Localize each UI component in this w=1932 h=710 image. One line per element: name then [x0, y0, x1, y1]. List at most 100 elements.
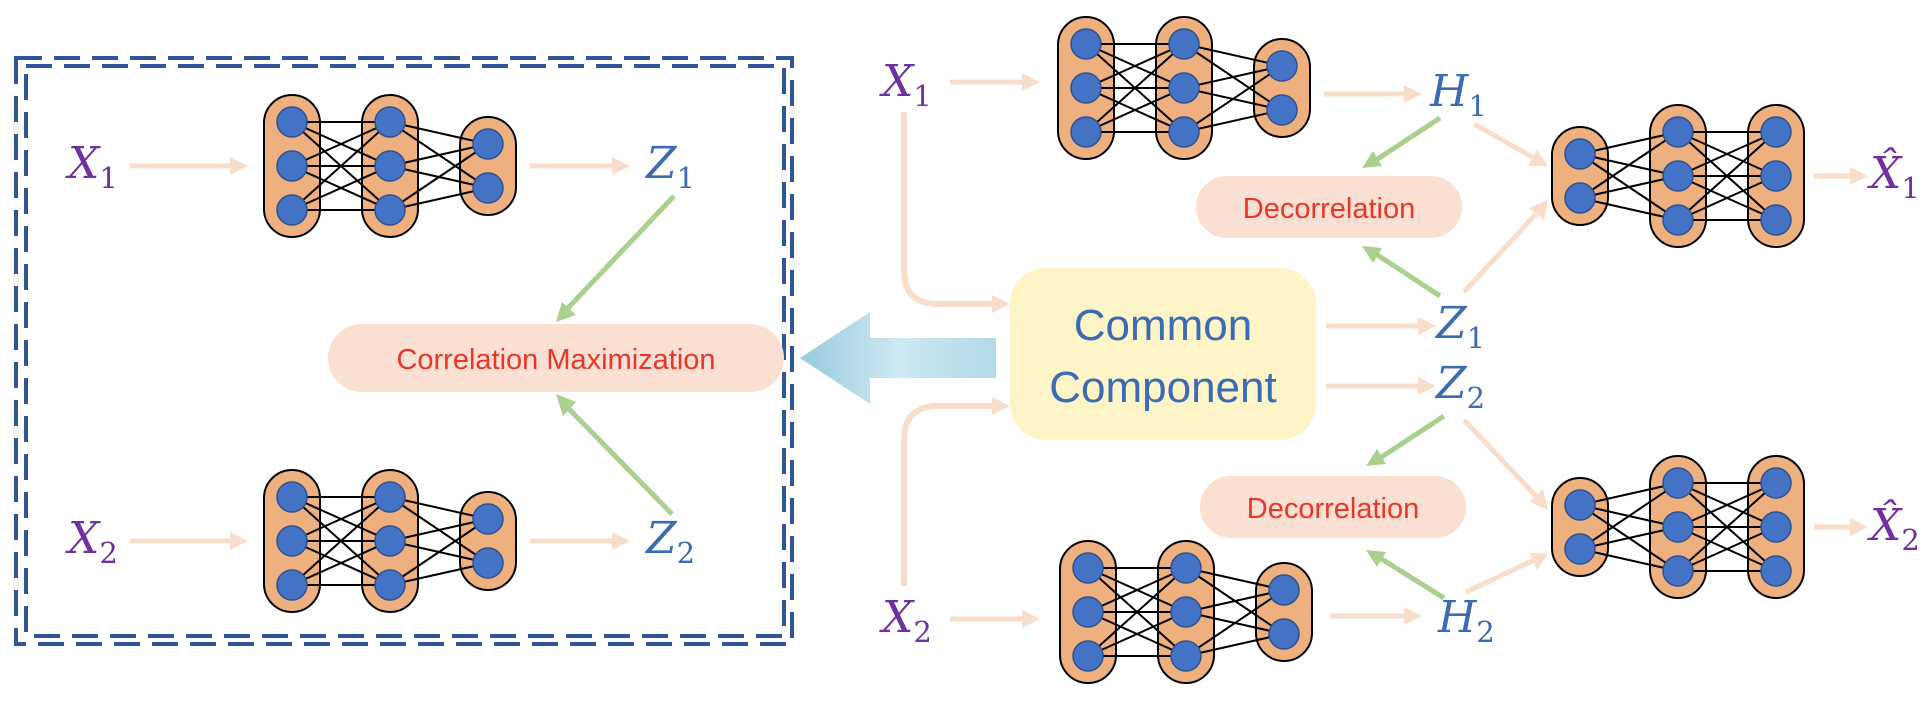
node: [276, 194, 308, 226]
connection: [1087, 567, 1187, 613]
node: [1662, 511, 1694, 543]
arrow-head: [992, 295, 1010, 313]
arrow-head: [1362, 246, 1382, 263]
node: [374, 525, 406, 557]
correlation-maximization-pill: [328, 324, 784, 392]
node: [1564, 182, 1596, 214]
connection: [1185, 589, 1285, 613]
left-output-z1: Z1: [644, 138, 695, 195]
connection: [389, 121, 489, 145]
connection: [389, 518, 489, 542]
connection: [1579, 131, 1679, 155]
common-component-line2: Component: [1049, 363, 1276, 412]
shared-z1: Z1: [1434, 298, 1485, 355]
arrow-head: [1850, 518, 1868, 536]
connection: [1677, 482, 1777, 572]
arrow-head: [1022, 610, 1040, 628]
arrow-head: [992, 397, 1010, 415]
decorrelation-label-top: Decorrelation: [1243, 193, 1415, 225]
connection: [1185, 633, 1285, 657]
neural-network-icon: [1059, 540, 1313, 684]
arrow-head: [1366, 449, 1386, 466]
connection: [1183, 65, 1283, 133]
arrow-head: [1022, 73, 1040, 91]
node: [1662, 160, 1694, 192]
connection: [1085, 43, 1185, 89]
node: [276, 106, 308, 138]
node: [374, 481, 406, 513]
arrow-h2-to-decorr: [1378, 555, 1446, 601]
neural-network-icon: [1057, 16, 1311, 160]
right-panel: Common Component Decorrelation Decorrela…: [879, 56, 1920, 649]
node: [1072, 596, 1104, 628]
arrow-head: [612, 157, 630, 175]
node: [1170, 640, 1202, 672]
right-arrows: [901, 73, 1868, 628]
arrow-head: [1530, 553, 1548, 570]
decorrelation-label-bottom: Decorrelation: [1247, 493, 1419, 525]
left-arrows: [130, 157, 676, 550]
left-output-z2: Z2: [644, 513, 695, 570]
node: [472, 547, 504, 579]
connection: [1579, 526, 1679, 550]
connection: [1579, 131, 1679, 199]
arrow-z2-to-decorr: [1378, 413, 1446, 461]
connection: [1183, 109, 1283, 133]
connection: [291, 496, 391, 542]
correlation-maximization-label: Correlation Maximization: [396, 344, 715, 376]
node: [276, 569, 308, 601]
node: [1170, 552, 1202, 584]
connection: [1677, 482, 1777, 528]
node: [1168, 116, 1200, 148]
connection: [291, 121, 391, 211]
left-panel: X1 X2 Z1 Z2 Correlation Maximization: [14, 56, 794, 646]
connection: [1183, 65, 1283, 89]
node: [1266, 94, 1298, 126]
node: [1760, 116, 1792, 148]
node: [276, 150, 308, 182]
arrow-x2-to-common: [901, 403, 994, 586]
hidden-h1: H1: [1429, 66, 1487, 123]
node: [374, 194, 406, 226]
transfer-arrow-icon: [800, 312, 996, 404]
node: [1564, 489, 1596, 521]
connection: [1579, 482, 1679, 550]
node: [276, 525, 308, 557]
node: [1266, 50, 1298, 82]
reconstruction-x1-hat: X̂1: [1867, 146, 1920, 205]
left-input-x2: X2: [65, 513, 118, 570]
node: [1070, 72, 1102, 104]
node: [1760, 160, 1792, 192]
neural-network-icon: [1551, 104, 1805, 248]
neural-networks: [263, 16, 1805, 684]
arrow-head: [1366, 550, 1386, 567]
node: [1072, 552, 1104, 584]
arrow-head: [1528, 150, 1548, 166]
arrow-h1-to-decorr: [1374, 115, 1442, 163]
common-component-line1: Common: [1074, 301, 1253, 350]
node: [472, 128, 504, 160]
connection: [291, 496, 391, 586]
connection: [1183, 43, 1283, 67]
arrow-h1-to-dec1: [1472, 121, 1536, 161]
node: [1170, 596, 1202, 628]
arrow-z2-to-dec2: [1462, 418, 1538, 498]
connection: [389, 187, 489, 211]
connection: [1087, 611, 1187, 657]
node: [472, 503, 504, 535]
connection: [1085, 43, 1185, 133]
connection: [1579, 197, 1679, 221]
arrow-head: [230, 157, 248, 175]
connection: [389, 143, 489, 167]
connection: [291, 165, 391, 211]
connection: [1185, 567, 1285, 591]
hidden-h2: H2: [1437, 592, 1495, 649]
arrow-head: [556, 394, 576, 416]
node: [374, 106, 406, 138]
left-input-x1: X1: [65, 138, 118, 195]
arrow-head: [1418, 377, 1436, 395]
arrow-x1-to-common: [901, 112, 994, 307]
right-green-arrows: [1362, 115, 1446, 601]
connection: [389, 143, 489, 211]
